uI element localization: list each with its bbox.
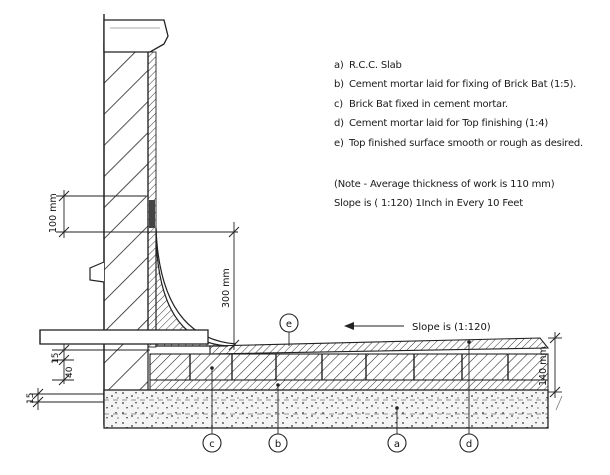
parapet-plaster	[147, 51, 157, 348]
legend-key-b: b)	[334, 79, 344, 91]
legend-item-e: e) Top finished surface smooth or rough …	[334, 134, 606, 153]
outer-edge-rail	[39, 329, 209, 345]
legend: a) R.C.C. Slab b) Cement mortar laid for…	[334, 56, 606, 153]
callout-e-letter: e	[286, 319, 292, 330]
legend-text-a: R.C.C. Slab	[348, 60, 402, 71]
callout-a-letter: a	[394, 439, 400, 450]
note-line-2: Slope is ( 1:120) 1Inch in Every 10 Feet	[334, 198, 523, 209]
callout-e: e	[279, 313, 299, 346]
callout-d-letter: d	[466, 439, 472, 450]
mortar-bed-layer	[149, 379, 549, 391]
slope-label: Slope is (1:120)	[412, 322, 491, 333]
dimension-40-label: 40	[65, 366, 75, 378]
callout-a: a	[387, 406, 407, 453]
scan-mark	[555, 395, 563, 411]
dimension-15-top-label: 15	[51, 353, 61, 364]
dimension-left-stack: 15 40 15	[26, 344, 150, 410]
legend-text-b: Cement mortar laid for fixing of Brick B…	[348, 79, 577, 91]
legend-key-d: d)	[334, 118, 344, 130]
dimension-140mm-label: 140 mm	[538, 346, 549, 386]
legend-item-d: d) Cement mortar laid for Top finishing …	[334, 114, 606, 133]
callout-b-letter: b	[275, 439, 281, 450]
slope-indicator: Slope is (1:120)	[344, 322, 491, 333]
dimension-100mm: 100 mm	[48, 190, 238, 238]
dimension-15-bottom-label: 15	[26, 393, 36, 404]
legend-text-d: Cement mortar laid for Top finishing (1:…	[348, 118, 549, 130]
legend-key-a: a)	[334, 60, 344, 71]
note-line-1: (Note - Average thickness of work is 110…	[334, 179, 555, 190]
legend-item-b: b) Cement mortar laid for fixing of Bric…	[334, 75, 606, 94]
legend-key-c: c)	[334, 98, 343, 110]
callout-c: c	[202, 366, 222, 453]
legend-key-e: e)	[334, 137, 344, 149]
dimension-300mm-label: 300 mm	[221, 268, 232, 308]
dimension-300mm: 300 mm	[221, 222, 240, 351]
legend-text-c: Brick Bat fixed in cement mortar.	[348, 98, 508, 110]
legend-text-e: Top finished surface smooth or rough as …	[348, 137, 584, 149]
legend-item-a: a) R.C.C. Slab	[334, 56, 606, 75]
dimension-100mm-label: 100 mm	[48, 193, 59, 233]
legend-item-c: c) Brick Bat fixed in cement mortar.	[334, 95, 606, 114]
top-finishing-layer	[209, 337, 550, 355]
note: (Note - Average thickness of work is 110…	[334, 175, 555, 213]
dimension-140mm: 140 mm	[538, 332, 562, 398]
callout-b: b	[268, 383, 288, 453]
callout-c-letter: c	[209, 439, 215, 450]
callout-d: d	[459, 340, 479, 453]
brick-bat-layer	[149, 353, 549, 381]
rcc-slab	[103, 389, 549, 429]
